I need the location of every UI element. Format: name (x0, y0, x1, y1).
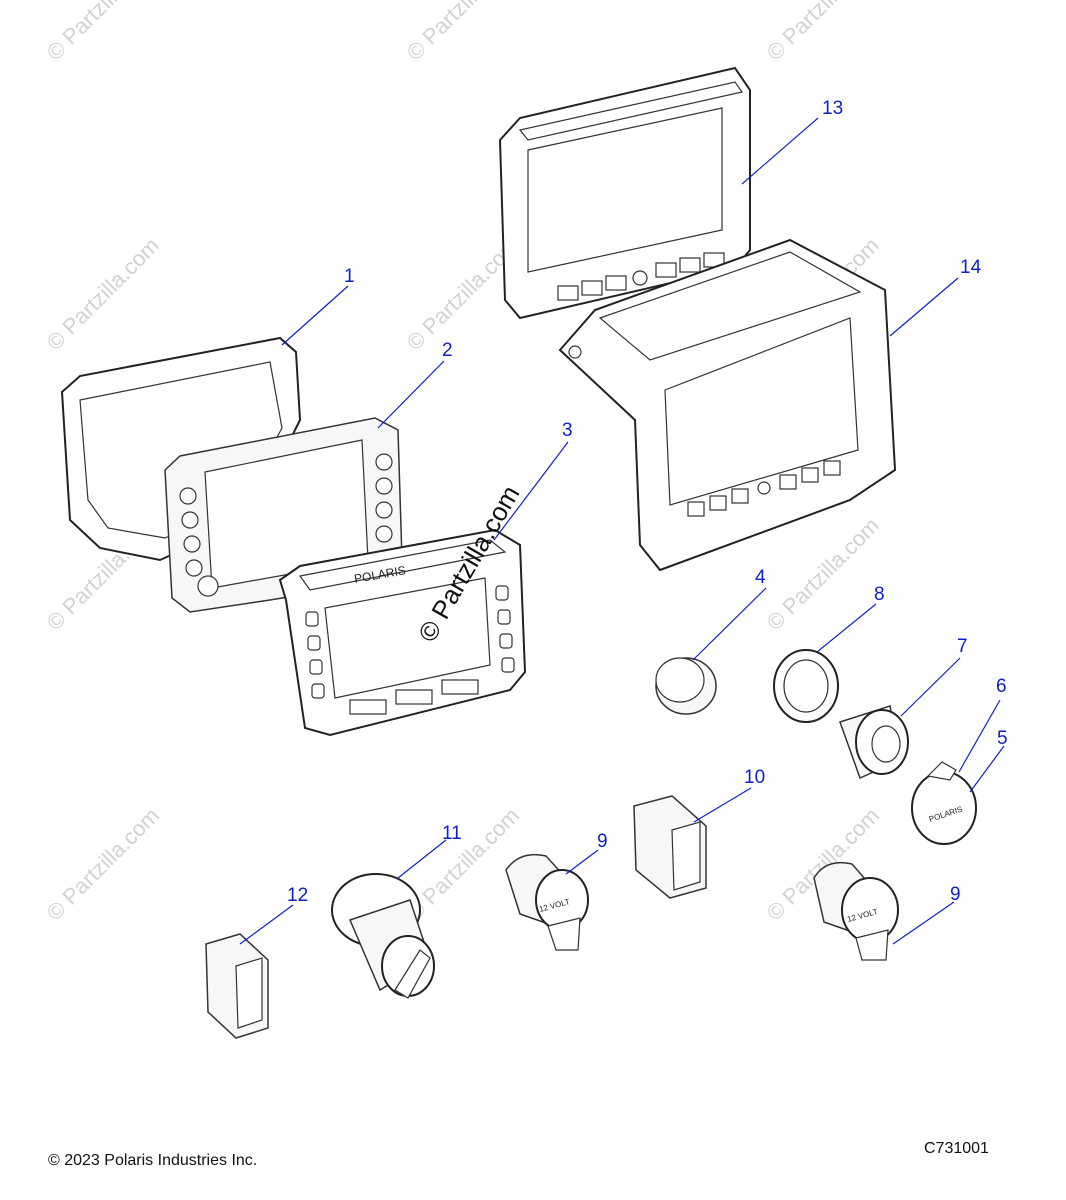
callout-7: 7 (957, 636, 968, 657)
part-8-ring-nut (773, 649, 839, 723)
part-3-gauge-bezel (278, 528, 527, 737)
callout-2: 2 (442, 340, 453, 361)
part-7-socket (839, 705, 909, 780)
diagram-code: C731001 (924, 1140, 989, 1157)
part-11-ignition-switch (331, 873, 435, 999)
callout-9-lower: 9 (950, 884, 961, 905)
part-4-plug (655, 657, 717, 715)
part-12-switch (205, 933, 269, 1039)
callout-1: 1 (344, 266, 355, 287)
copyright-text: © 2023 Polaris Industries Inc. (48, 1152, 258, 1169)
part-14-bezel (558, 238, 897, 572)
callout-4: 4 (755, 567, 766, 588)
callout-9-upper: 9 (597, 831, 608, 852)
callout-12: 12 (287, 885, 309, 906)
callout-3: 3 (562, 420, 573, 441)
callout-6: 6 (996, 676, 1007, 697)
part-13-display (498, 66, 751, 320)
callout-10: 10 (744, 767, 766, 788)
callout-8: 8 (874, 584, 885, 605)
callout-14: 14 (960, 257, 982, 278)
part-9-socket-upper (505, 853, 589, 951)
part-10-rocker-switch (633, 795, 707, 899)
callout-13: 13 (822, 98, 844, 119)
part-5-6-cap (911, 761, 977, 845)
part-9-socket-lower (813, 861, 899, 961)
leader-lines (239, 117, 1005, 945)
callout-5: 5 (997, 728, 1008, 749)
callout-11: 11 (442, 823, 462, 844)
